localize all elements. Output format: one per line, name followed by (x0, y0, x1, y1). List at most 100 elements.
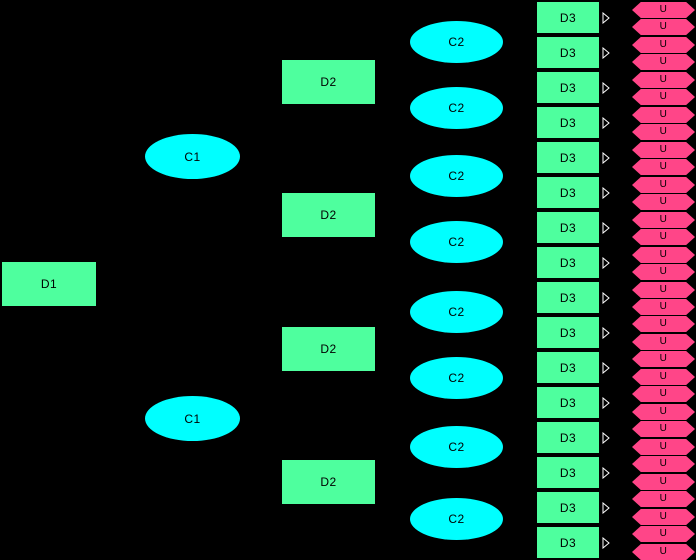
d3-node-5[interactable]: D3 (537, 142, 599, 173)
u-node-32[interactable]: U (632, 544, 695, 560)
expand-arrow-icon[interactable] (602, 536, 610, 550)
u-node-29[interactable]: U (632, 491, 695, 507)
u-node-label: U (659, 336, 668, 347)
expand-arrow-icon[interactable] (602, 256, 610, 270)
u-node-9[interactable]: U (632, 142, 695, 158)
u-node-26[interactable]: U (632, 439, 695, 455)
d2-node-3[interactable]: D2 (282, 327, 375, 371)
u-node-label: U (659, 388, 668, 399)
c2-node-3[interactable]: C2 (410, 155, 503, 197)
u-node-10[interactable]: U (632, 159, 695, 175)
c2-node-6[interactable]: C2 (410, 357, 503, 399)
u-node-27[interactable]: U (632, 456, 695, 472)
expand-arrow-icon[interactable] (602, 81, 610, 95)
u-node-label: U (659, 91, 668, 102)
u-node-21[interactable]: U (632, 351, 695, 367)
expand-arrow-icon[interactable] (602, 396, 610, 410)
d3-node-2[interactable]: D3 (537, 37, 599, 68)
expand-arrow-icon[interactable] (602, 46, 610, 60)
expand-arrow-icon[interactable] (602, 291, 610, 305)
d3-node-14[interactable]: D3 (537, 457, 599, 488)
expand-arrow-icon[interactable] (602, 11, 610, 25)
d3-node-10[interactable]: D3 (537, 317, 599, 348)
u-node-24[interactable]: U (632, 404, 695, 420)
u-node-19[interactable]: U (632, 316, 695, 332)
c2-node-7[interactable]: C2 (410, 426, 503, 468)
u-node-28[interactable]: U (632, 474, 695, 490)
u-node-1[interactable]: U (632, 2, 695, 18)
expand-arrow-icon[interactable] (602, 501, 610, 515)
d2-node-4[interactable]: D2 (282, 460, 375, 504)
u-node-label: U (659, 161, 668, 172)
d3-node-label: D3 (559, 10, 577, 25)
d3-node-15[interactable]: D3 (537, 492, 599, 523)
u-node-13[interactable]: U (632, 212, 695, 228)
u-node-label: U (659, 74, 668, 85)
u-node-25[interactable]: U (632, 421, 695, 437)
expand-arrow-icon[interactable] (602, 466, 610, 480)
c2-node-8[interactable]: C2 (410, 498, 503, 540)
u-node-8[interactable]: U (632, 124, 695, 140)
d2-node-2[interactable]: D2 (282, 193, 375, 237)
d3-node-9[interactable]: D3 (537, 282, 599, 313)
u-node-label: U (659, 423, 668, 434)
c2-node-4[interactable]: C2 (410, 221, 503, 263)
d3-node-16[interactable]: D3 (537, 527, 599, 558)
d3-node-13[interactable]: D3 (537, 422, 599, 453)
expand-arrow-icon[interactable] (602, 186, 610, 200)
u-node-15[interactable]: U (632, 247, 695, 263)
u-node-3[interactable]: U (632, 37, 695, 53)
u-node-5[interactable]: U (632, 72, 695, 88)
d3-node-3[interactable]: D3 (537, 72, 599, 103)
c2-node-label: C2 (448, 305, 465, 319)
expand-arrow-icon[interactable] (602, 431, 610, 445)
d3-node-11[interactable]: D3 (537, 352, 599, 383)
u-node-label: U (659, 301, 668, 312)
d2-node-label: D2 (320, 208, 337, 222)
u-node-label: U (659, 476, 668, 487)
u-node-label: U (659, 318, 668, 329)
d2-node-1[interactable]: D2 (282, 60, 375, 104)
u-node-label: U (659, 406, 668, 417)
c1-node-2[interactable]: C1 (145, 396, 240, 441)
u-node-16[interactable]: U (632, 264, 695, 280)
expand-arrow-icon[interactable] (602, 361, 610, 375)
d3-node-label: D3 (559, 430, 577, 445)
u-node-11[interactable]: U (632, 177, 695, 193)
d3-node-6[interactable]: D3 (537, 177, 599, 208)
d3-node-7[interactable]: D3 (537, 212, 599, 243)
c1-node-1[interactable]: C1 (145, 134, 240, 179)
expand-arrow-icon[interactable] (602, 221, 610, 235)
u-node-17[interactable]: U (632, 282, 695, 298)
u-node-31[interactable]: U (632, 526, 695, 542)
u-node-14[interactable]: U (632, 229, 695, 245)
d3-node-8[interactable]: D3 (537, 247, 599, 278)
d3-node-12[interactable]: D3 (537, 387, 599, 418)
u-node-2[interactable]: U (632, 19, 695, 35)
expand-arrow-icon[interactable] (602, 326, 610, 340)
u-node-4[interactable]: U (632, 54, 695, 70)
c1-node-label: C1 (184, 411, 201, 426)
u-node-6[interactable]: U (632, 89, 695, 105)
c2-node-5[interactable]: C2 (410, 291, 503, 333)
u-node-label: U (659, 353, 668, 364)
expand-arrow-icon[interactable] (602, 116, 610, 130)
u-node-22[interactable]: U (632, 369, 695, 385)
c2-node-2[interactable]: C2 (410, 87, 503, 129)
u-node-7[interactable]: U (632, 107, 695, 123)
u-node-23[interactable]: U (632, 386, 695, 402)
d3-node-1[interactable]: D3 (537, 2, 599, 33)
u-node-30[interactable]: U (632, 509, 695, 525)
d1-node-1[interactable]: D1 (2, 262, 96, 306)
u-node-20[interactable]: U (632, 334, 695, 350)
d3-node-4[interactable]: D3 (537, 107, 599, 138)
u-node-label: U (659, 511, 668, 522)
u-node-12[interactable]: U (632, 194, 695, 210)
c2-node-1[interactable]: C2 (410, 21, 503, 63)
d3-node-label: D3 (559, 185, 577, 200)
d3-node-label: D3 (559, 465, 577, 480)
u-node-label: U (659, 546, 668, 557)
expand-arrow-icon[interactable] (602, 151, 610, 165)
u-node-label: U (659, 441, 668, 452)
u-node-18[interactable]: U (632, 299, 695, 315)
